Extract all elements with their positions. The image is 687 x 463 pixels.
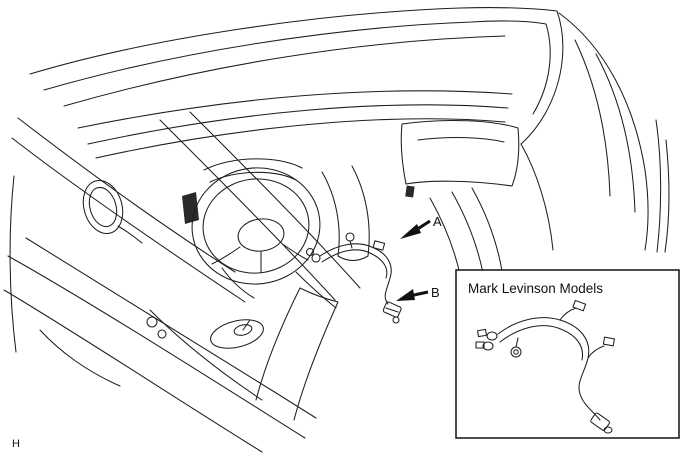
steering-wheel xyxy=(191,167,337,309)
callout-a-arrow-icon xyxy=(400,224,421,239)
inset-border xyxy=(455,269,680,439)
callout-a: A xyxy=(400,214,442,239)
wire-harness xyxy=(305,232,402,324)
callout-b-arrow-icon xyxy=(396,289,415,301)
page-marker: H xyxy=(12,438,20,450)
dash-vent xyxy=(182,192,199,224)
callout-a-label: A xyxy=(433,214,442,229)
callout-b-label: B xyxy=(431,285,440,300)
harness-connector-b xyxy=(382,301,402,318)
inset-panel: Mark Levinson Models xyxy=(455,269,680,439)
callout-b: B xyxy=(396,285,440,301)
dash-switch xyxy=(405,185,415,198)
shifter-boot xyxy=(210,319,264,349)
side-mirror xyxy=(82,179,143,244)
inset-wire-harness xyxy=(475,299,615,434)
inset-title: Mark Levinson Models xyxy=(468,281,603,296)
car-interior-sketch xyxy=(3,7,670,453)
